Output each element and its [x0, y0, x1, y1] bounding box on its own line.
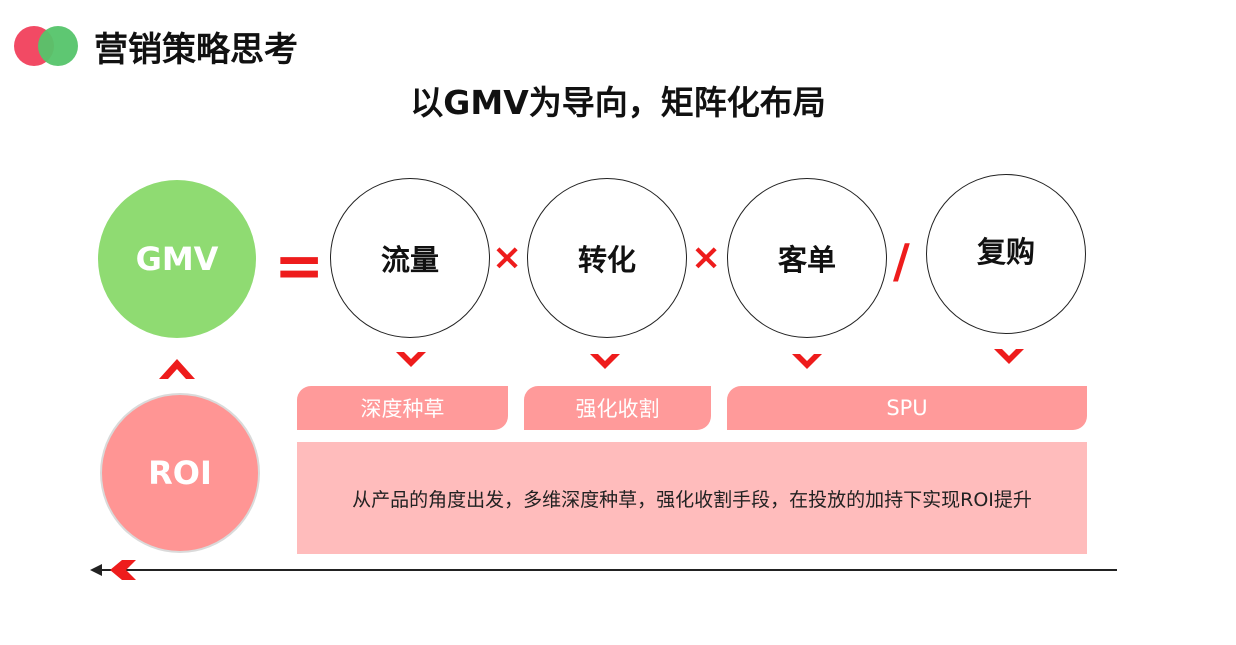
tag-spu: SPU: [727, 386, 1087, 430]
multiply-sign-1: ×: [492, 237, 523, 278]
multiply-sign-2: ×: [691, 237, 722, 278]
factor-label: 流量: [380, 243, 439, 277]
timeline-line: [95, 569, 1117, 571]
tag-deep-seeding: 深度种草: [297, 386, 508, 430]
factor-label: 客单: [777, 243, 836, 277]
gmv-circle: GMV: [98, 180, 256, 338]
arrow-left-icon: [90, 564, 102, 576]
description-text: 从产品的角度出发，多维深度种草，强化收割手段，在投放的加持下实现ROI提升: [352, 488, 1032, 511]
chevron-down-icon: [590, 354, 620, 369]
roi-label: ROI: [148, 454, 212, 492]
factor-circle-traffic: 流量: [330, 178, 490, 338]
header-title: 营销策略思考: [94, 30, 298, 70]
divide-sign: /: [893, 234, 910, 288]
factor-circle-conversion: 转化: [527, 178, 687, 338]
chevron-down-icon: [396, 352, 426, 367]
chevron-down-icon: [792, 354, 822, 369]
chevron-left-icon: [110, 560, 136, 580]
factor-label: 复购: [976, 235, 1035, 269]
main-title: 以GMV为导向，矩阵化布局: [410, 83, 826, 122]
tag-label: 强化收割: [575, 397, 660, 421]
tag-label: 深度种草: [360, 397, 445, 421]
factor-label: 转化: [577, 243, 636, 277]
factor-circle-repurchase: 复购: [926, 174, 1086, 334]
roi-circle: ROI: [100, 393, 260, 553]
logo-green-dot: [38, 26, 78, 66]
equals-sign: =: [274, 231, 325, 301]
tag-harvest: 强化收割: [524, 386, 711, 430]
gmv-label: GMV: [135, 240, 219, 278]
chevron-down-icon: [994, 349, 1024, 364]
factor-circle-order-value: 客单: [727, 178, 887, 338]
description-box: 从产品的角度出发，多维深度种草，强化收割手段，在投放的加持下实现ROI提升: [297, 442, 1087, 554]
chevron-up-icon: [159, 359, 195, 379]
tag-label: SPU: [886, 396, 928, 420]
